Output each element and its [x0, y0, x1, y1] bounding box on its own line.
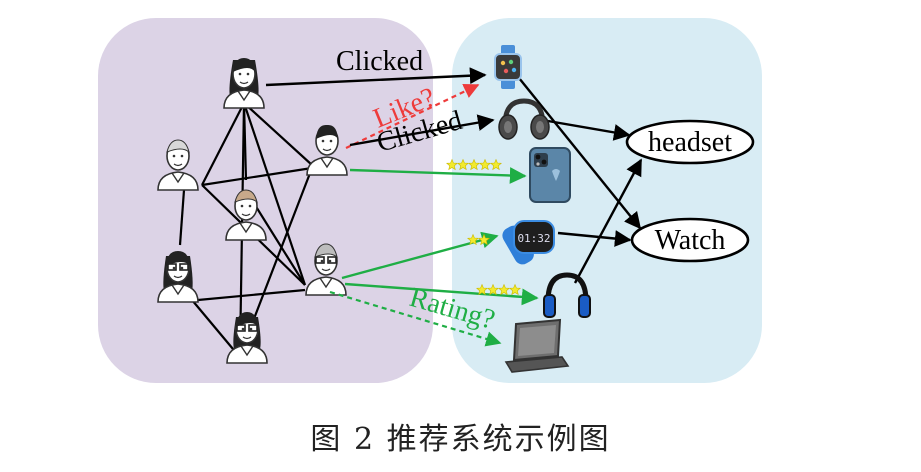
- star-smartwatch-1: [467, 233, 479, 246]
- edge-headphones-to-headset: [573, 158, 643, 284]
- star-headphones-4: [509, 283, 521, 296]
- star-phone-3: [468, 158, 480, 171]
- edge-over-ear-to-headset: [547, 119, 631, 141]
- star-headphones-2: [487, 283, 499, 296]
- node-headset: [625, 119, 755, 165]
- star-phone-4: [479, 158, 491, 171]
- label-clicked-top: Clicked: [336, 46, 423, 77]
- edge-clicked-top: [265, 67, 487, 87]
- star-phone-1: [446, 158, 458, 171]
- user-left-lower: [157, 251, 199, 303]
- user-right-upper: [306, 124, 348, 176]
- edge-smartwatch-to-watch: [557, 230, 632, 247]
- svg-text:01:32: 01:32: [517, 232, 550, 245]
- edge-like: [345, 84, 480, 149]
- star-phone-5: [490, 158, 502, 171]
- user-right-lower: [305, 243, 347, 296]
- node-watch: [630, 217, 750, 263]
- watch-icon: [494, 45, 522, 89]
- edge-watch-to-watch: [518, 77, 642, 230]
- figure-caption: 图 2 推荐系统示例图: [310, 422, 611, 457]
- headphones-icon: [543, 272, 591, 318]
- edge-clicked-mid: [349, 114, 495, 147]
- laptop-icon: [504, 318, 570, 373]
- phone-icon: [529, 147, 571, 203]
- edge-rating-headphones: [344, 282, 539, 306]
- smartwatch-icon: 01:32: [502, 220, 555, 265]
- user-bottom: [226, 312, 268, 364]
- star-headphones-3: [498, 283, 510, 296]
- node-headset-label: headset: [648, 127, 732, 158]
- user-left: [157, 139, 199, 191]
- stars-headphones: [476, 283, 521, 296]
- over-ear-headphones-icon: [498, 98, 550, 140]
- star-smartwatch-2: [478, 233, 490, 246]
- star-headphones-1: [476, 283, 488, 296]
- node-watch-label: Watch: [655, 225, 726, 256]
- edge-rating-phone: [349, 167, 527, 184]
- user-top: [223, 58, 265, 109]
- star-phone-2: [457, 158, 469, 171]
- user-center: [225, 189, 267, 241]
- stars-smartwatch: [467, 233, 490, 246]
- edge-rating-laptop: [329, 290, 502, 347]
- stars-phone: [446, 158, 502, 171]
